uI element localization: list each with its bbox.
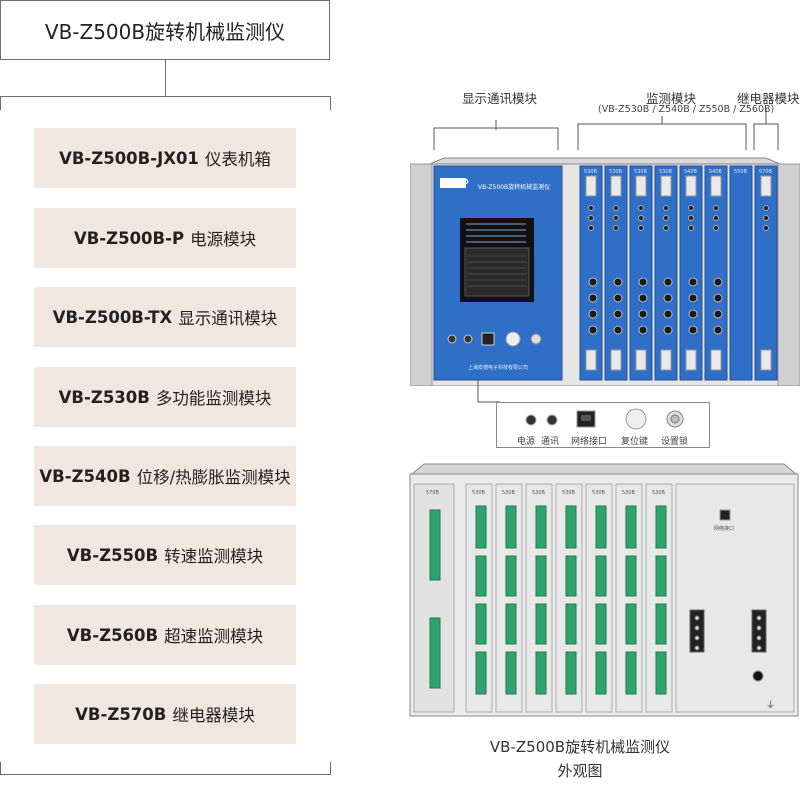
front-panel: 530B 530B 530B 530B 540B 540B 550B 570B — [410, 157, 800, 386]
title-box: VB-Z500B旋转机械监测仪 — [0, 0, 330, 60]
svg-text:550B: 550B — [734, 169, 748, 175]
svg-text:⏚: ⏚ — [766, 700, 775, 711]
svg-text:530B: 530B — [532, 490, 546, 496]
page-title: VB-Z500B旋转机械监测仪 — [44, 19, 286, 44]
tree-connector — [165, 60, 166, 96]
callout-lock-label: 设置锁 — [661, 437, 689, 447]
callout-power-label: 电源 — [517, 437, 536, 447]
svg-text:570B: 570B — [759, 169, 773, 175]
bracket-bottom-right — [330, 762, 331, 775]
front-logo: ANHUD — [440, 178, 469, 186]
svg-text:540B: 540B — [709, 169, 723, 175]
bracket-bottom-left — [0, 762, 1, 775]
label-relay-module: 继电器模块 — [737, 91, 800, 106]
svg-text:530B: 530B — [652, 490, 666, 496]
bracket-top-left — [0, 96, 1, 110]
svg-text:530B: 530B — [562, 490, 576, 496]
svg-text:530B: 530B — [584, 169, 598, 175]
svg-text:530B: 530B — [502, 490, 516, 496]
callout-comm-label: 通讯 — [541, 437, 560, 447]
callout-reset-label: 复位键 — [621, 437, 649, 447]
bracket-top — [0, 96, 331, 97]
bracket-top-right — [330, 96, 331, 110]
svg-text:530B: 530B — [592, 490, 606, 496]
callout-box: 电源 通讯 网络接口 复位键 设置锁 — [496, 402, 710, 448]
rear-net-label: 网络接口 — [714, 526, 735, 532]
front-screen-title: VB-Z500B旋转机械监测仪 — [478, 184, 551, 191]
svg-text:530B: 530B — [659, 169, 673, 175]
callout-network-label: 网络接口 — [571, 437, 608, 447]
label-monitor-sub: (VB-Z530B / Z540B / Z550B / Z560B) — [598, 104, 775, 115]
callout-connector — [477, 380, 500, 403]
label-monitor-module: 监测模块 — [646, 91, 697, 106]
svg-text:530B: 530B — [634, 169, 648, 175]
svg-text:530B: 530B — [609, 169, 623, 175]
front-company: 上海安德电子科技有限公司 — [468, 365, 529, 371]
svg-text:530B: 530B — [472, 490, 486, 496]
svg-text:530B: 530B — [622, 490, 636, 496]
svg-text:540B: 540B — [684, 169, 698, 175]
caption-subtitle: 外观图 — [557, 762, 603, 780]
annotation-brackets — [433, 108, 779, 150]
callout-icons — [525, 408, 684, 430]
label-display-module: 显示通讯模块 — [462, 91, 538, 106]
rear-panel: 570B 530B 530B 530B 530B 530B 530B 530B ⏚ — [409, 463, 799, 717]
caption-title: VB-Z500B旋转机械监测仪 — [489, 738, 671, 756]
bracket-bottom — [0, 774, 331, 775]
svg-text:570B: 570B — [426, 490, 440, 496]
